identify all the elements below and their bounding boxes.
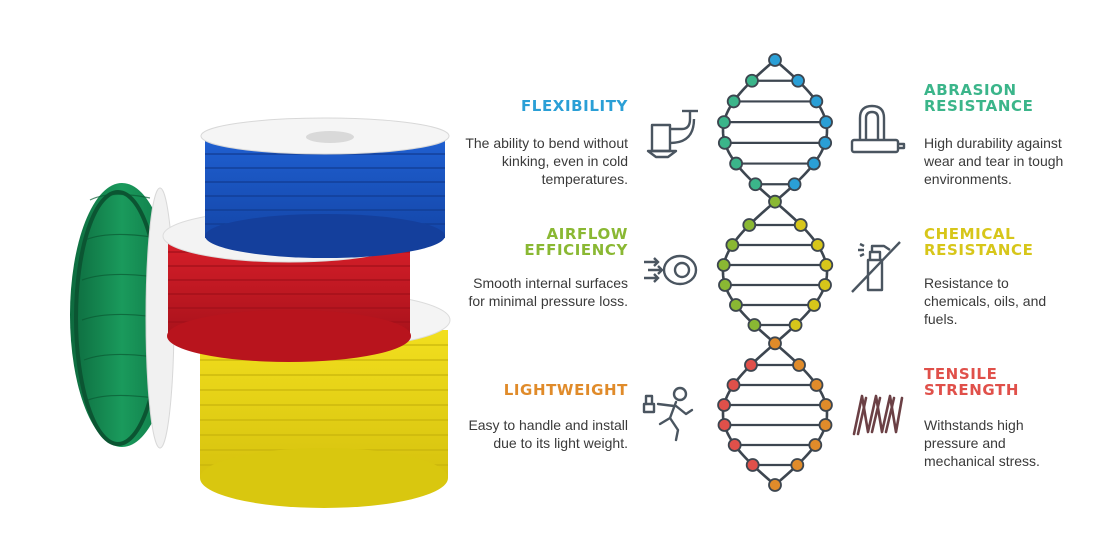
tensile-strength-title: TENSILE STRENGTH	[924, 365, 1020, 399]
dna-node	[718, 278, 732, 292]
person-lifting-icon	[642, 386, 694, 442]
dna-node	[726, 94, 741, 109]
dna-node	[809, 94, 824, 109]
dna-node	[819, 398, 833, 412]
tubing-spools-image	[70, 117, 451, 508]
dna-node	[792, 358, 806, 372]
dna-node	[787, 177, 802, 192]
dna-node	[744, 358, 758, 372]
dna-junction-node	[768, 53, 782, 67]
dna-node	[729, 156, 744, 171]
dna-node	[717, 398, 731, 412]
dna-node	[717, 418, 732, 432]
flexibility-title: FLEXIBILITY	[520, 97, 628, 115]
abrasion-resistance-title: ABRASION RESISTANCE	[924, 81, 1034, 115]
dna-node	[791, 73, 805, 88]
dna-node	[717, 115, 731, 130]
dna-node	[807, 298, 821, 312]
spring-coil-icon	[852, 394, 904, 436]
flexibility-description: The ability to bend without kinking, eve…	[465, 135, 628, 187]
dna-node	[745, 458, 760, 472]
airflow-tube-icon	[644, 254, 698, 286]
dna-node	[818, 135, 833, 150]
lightweight-title: LIGHTWEIGHT	[503, 381, 628, 399]
dna-node	[725, 238, 740, 252]
dna-junction-node	[768, 478, 782, 492]
dna-node	[717, 135, 732, 150]
dna-strand-a	[721, 59, 829, 485]
dna-node	[742, 218, 757, 232]
dna-junction-node	[768, 336, 782, 351]
lightweight-description: Easy to handle and install due to its li…	[468, 417, 628, 451]
dna-helix-graphic	[716, 53, 834, 492]
dna-node	[819, 258, 834, 272]
dna-node	[745, 73, 759, 88]
dna-node	[788, 318, 803, 332]
dna-node	[793, 218, 808, 232]
dna-node	[809, 378, 824, 392]
no-spray-bottle-icon	[851, 241, 901, 293]
dna-node	[806, 156, 821, 171]
dna-node	[808, 438, 823, 452]
green-spool	[70, 183, 175, 449]
dna-node	[818, 418, 833, 432]
dna-node	[790, 458, 805, 472]
dna-node	[729, 298, 743, 312]
dna-node	[748, 177, 763, 192]
dna-node	[819, 115, 833, 130]
dna-node	[727, 438, 742, 452]
airflow-efficiency-description: Smooth internal surfaces for minimal pre…	[468, 275, 629, 309]
dna-node	[818, 278, 832, 292]
abrasion-resistance-description: High durability against wear and tear in…	[924, 135, 1064, 187]
chemical-resistance-title: CHEMICAL RESISTANCE	[924, 225, 1034, 259]
airflow-efficiency-title: AIRFLOW EFFICIENCY	[524, 225, 628, 259]
dna-node	[716, 258, 731, 272]
blue-spool	[200, 117, 450, 258]
dna-node	[747, 318, 762, 332]
dna-strand-b	[721, 59, 829, 485]
tensile-strength-description: Withstands high pressure and mechanical …	[924, 417, 1040, 469]
dna-node	[726, 378, 741, 392]
bent-pipe-icon	[646, 109, 698, 159]
dna-node	[810, 238, 825, 252]
dna-junction-node	[768, 194, 782, 209]
chemical-resistance-description: Resistance to chemicals, oils, and fuels…	[924, 275, 1047, 327]
u-lock-icon	[850, 104, 906, 154]
